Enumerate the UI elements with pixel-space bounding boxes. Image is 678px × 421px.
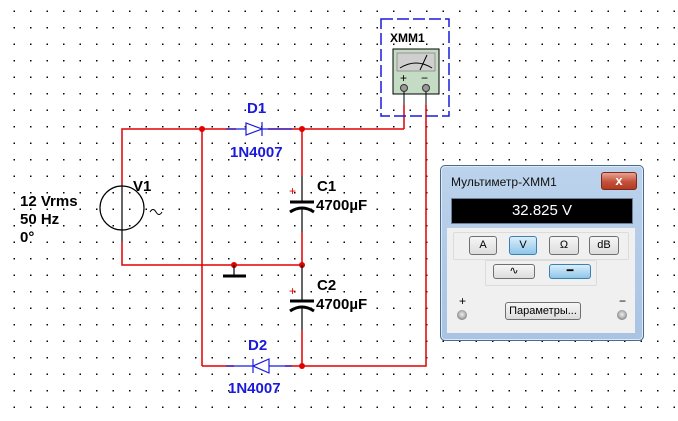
capacitor-c2-ref: C2 — [317, 277, 337, 294]
mode-db-button[interactable]: dB — [589, 236, 619, 255]
plus-terminal[interactable] — [457, 310, 467, 320]
mode-ohm-button[interactable]: Ω — [549, 236, 579, 255]
diode-d2-model: 1N4007 — [228, 380, 281, 397]
terminal-minus[interactable] — [422, 84, 430, 92]
capacitor-c1[interactable] — [289, 176, 315, 265]
capacitor-c1-value: 4700µF — [316, 197, 368, 214]
sine-icon — [149, 209, 163, 215]
ac-wave-icon: ∿ — [509, 265, 519, 277]
multimeter-panel: A V Ω dB ∿ ━ + Параметры... − — [447, 228, 635, 333]
capacitor-c2-value: 4700µF — [316, 296, 368, 313]
meter-ref-label: XMM1 — [390, 31, 425, 45]
wire-middle[interactable] — [121, 242, 302, 266]
meter-minus-sign: − — [421, 71, 429, 85]
mode-group — [453, 232, 629, 260]
window-title: Мультиметр-XMM1 — [451, 175, 557, 189]
ac-source-v1[interactable] — [99, 185, 163, 242]
junction-dot — [299, 126, 305, 132]
dc-button[interactable]: ━ — [549, 264, 591, 279]
diode-d1[interactable] — [226, 122, 292, 136]
mode-ampere-button[interactable]: A — [469, 236, 497, 255]
reading-display: 32.825 V — [451, 198, 633, 224]
multimeter-symbol-xmm1[interactable] — [380, 18, 450, 117]
junctions — [199, 126, 305, 369]
meter-plus-sign: + — [400, 71, 408, 85]
wires — [121, 105, 427, 367]
junction-dot — [199, 126, 205, 132]
diode-d1-ref: D1 — [247, 100, 267, 117]
diode-d2-ref: D2 — [248, 337, 268, 354]
diode-d2[interactable] — [226, 358, 292, 374]
minus-terminal[interactable] — [617, 310, 627, 320]
close-icon: x — [615, 173, 623, 188]
wire-top-left[interactable] — [121, 128, 236, 185]
source-frequency-label: 50 Hz — [20, 211, 60, 228]
ac-source-icon — [99, 185, 145, 231]
diode-d1-model: 1N4007 — [230, 144, 283, 161]
close-button[interactable]: x — [601, 172, 637, 190]
capacitor-c2[interactable] — [289, 265, 315, 330]
minus-terminal-label: − — [619, 294, 627, 308]
mode-volt-button[interactable]: V — [509, 236, 537, 255]
settings-button[interactable]: Параметры... — [505, 302, 581, 320]
wire-right[interactable] — [285, 105, 427, 367]
terminal-plus[interactable] — [400, 84, 408, 92]
ac-button[interactable]: ∿ — [493, 264, 535, 279]
capacitor-c1-polarity: + — [289, 184, 297, 198]
source-ref-label: V1 — [133, 178, 152, 195]
plus-terminal-label: + — [459, 294, 467, 308]
ground-symbol[interactable] — [223, 265, 246, 278]
gauge-needle-icon — [399, 54, 433, 71]
multimeter-window[interactable]: Мультиметр-XMM1 x 32.825 V A V Ω dB ∿ ━ … — [440, 165, 644, 341]
source-phase-label: 0° — [20, 229, 35, 246]
dc-line-icon: ━ — [566, 265, 574, 277]
source-voltage-label: 12 Vrms — [20, 193, 78, 210]
capacitor-c1-ref: C1 — [317, 178, 337, 195]
signal-group — [485, 260, 597, 286]
junction-dot — [299, 363, 305, 369]
capacitor-c2-polarity: + — [289, 284, 297, 298]
